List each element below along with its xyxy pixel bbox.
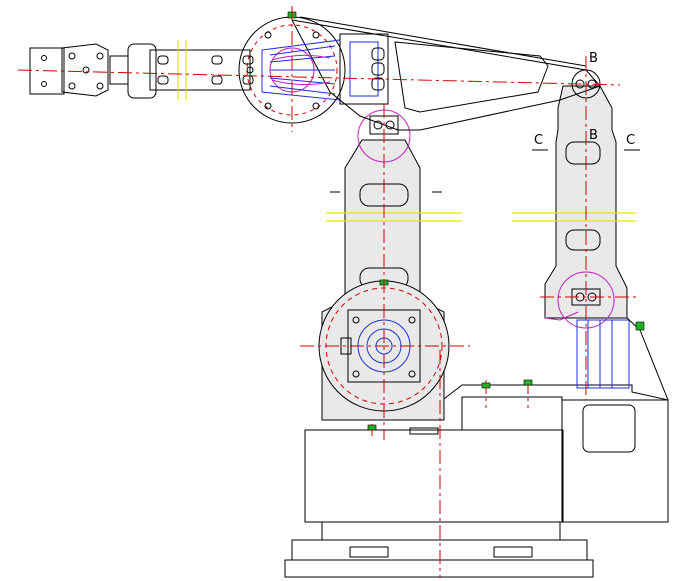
section-hatches: [177, 40, 636, 222]
forearm-slot-4: [211, 75, 223, 85]
label-b-mid: B: [589, 128, 598, 143]
rear-link-slot-upper: [565, 141, 601, 165]
upper-arm-outline: [291, 19, 601, 131]
forearm-tube: [149, 49, 251, 91]
flange-bolt-1: [352, 316, 360, 324]
rear-brace-marker: [635, 321, 645, 331]
centerline-arm-horizontal: [17, 69, 621, 86]
upper-arm-cutout: [394, 41, 549, 113]
robot-base: [284, 384, 669, 578]
gripper-center-bolt: [82, 66, 90, 74]
elbow-gear-lines: [269, 45, 336, 95]
reducer-bump-3: [371, 77, 385, 91]
label-c-right: C: [626, 133, 635, 148]
forearm-slot-5: [242, 55, 254, 65]
elbow-bolt-1: [264, 31, 272, 39]
flange-hole-2: [41, 81, 47, 87]
flange-bolt-2: [408, 316, 416, 324]
label-b-top: B: [589, 51, 598, 66]
rear-cabinet-window: [582, 404, 636, 453]
reducer-bump-1: [371, 47, 385, 61]
forearm-slot-1: [157, 55, 169, 65]
elbow-gear-curves: [271, 54, 331, 86]
elbow-bolt-3: [264, 102, 272, 110]
deck-marker-1: [481, 382, 491, 389]
elbow-reducer-housing: [339, 33, 389, 105]
gripper-bolt-2: [96, 52, 104, 60]
elbow-reducer-core: [349, 41, 379, 97]
rear-link-mag-detail: [544, 311, 579, 321]
end-effector-flange: [29, 47, 65, 95]
upper-arm: [291, 16, 601, 131]
section-labels: B B C C: [532, 51, 640, 151]
deck-marker-2: [523, 379, 533, 386]
elbow-bolt-4: [312, 102, 320, 110]
reducer-bump-2: [371, 62, 385, 76]
forearm-slot-2: [157, 75, 169, 85]
base-marker: [367, 424, 377, 431]
base-housing: [304, 429, 564, 523]
gripper-bolt-1: [68, 52, 76, 60]
base-plate-bottom: [284, 559, 594, 578]
rear-link: [544, 69, 669, 401]
base-riser: [321, 521, 561, 540]
column-top-bolt-2: [385, 120, 395, 130]
column-top-bolt-1: [373, 120, 383, 130]
deck-step: [461, 396, 563, 431]
forearm: [29, 43, 254, 99]
label-c-left: C: [534, 133, 543, 148]
base-slot-right: [493, 546, 533, 558]
rear-cabinet: [561, 399, 669, 523]
upper-arm-top-edge: [299, 16, 587, 67]
base-terminal-strip: [409, 427, 439, 435]
wrist-adapter: [109, 55, 129, 85]
forearm-slot-3: [211, 55, 223, 65]
gripper-bolt-4: [96, 82, 104, 90]
rear-deck: [439, 384, 669, 522]
rear-brace: [626, 317, 669, 401]
markers: [367, 379, 533, 431]
flange-hole-1: [41, 55, 47, 61]
rear-link-slot-lower: [565, 229, 601, 251]
gripper-body: [61, 43, 109, 97]
rear-motor-body: [576, 319, 630, 389]
rear-link-bottom-joint-arc: [557, 271, 615, 329]
flange-bolt-4: [408, 370, 416, 378]
elbow-bolt-2: [312, 31, 320, 39]
base-slot-left: [349, 546, 389, 558]
gripper-bolt-3: [68, 82, 76, 90]
flange-bolt-3: [352, 370, 360, 378]
